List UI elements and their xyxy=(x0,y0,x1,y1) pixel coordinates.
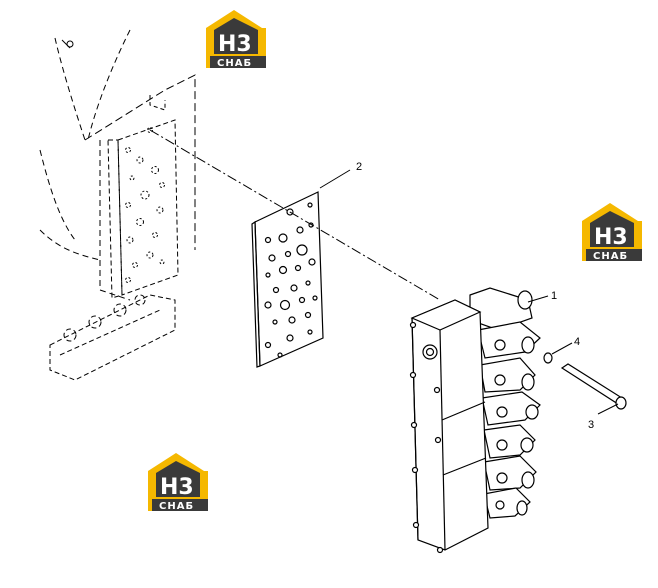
house-logo-icon xyxy=(148,453,208,511)
watermark-logo-2: Н3 СНАБ xyxy=(582,203,642,262)
leader-lines xyxy=(319,169,619,415)
watermark-mark: Н3 xyxy=(218,32,252,57)
electrical-connector xyxy=(422,344,438,360)
watermark-logo-3: Н3 СНАБ xyxy=(148,453,208,512)
watermark-word: СНАБ xyxy=(159,501,194,512)
callout-3: 3 xyxy=(588,419,594,431)
control-valve-body xyxy=(409,287,541,554)
valve-spools xyxy=(469,287,541,519)
alignment-line xyxy=(149,129,441,301)
long-bolt xyxy=(560,363,627,410)
housing-mounting-plate xyxy=(107,119,179,299)
transmission-housing xyxy=(39,29,196,301)
o-ring xyxy=(543,352,553,364)
watermark-word: СНАБ xyxy=(593,251,628,262)
gasket-plate xyxy=(251,191,324,368)
watermark-word: СНАБ xyxy=(217,58,252,69)
house-logo-icon xyxy=(582,203,642,261)
house-logo-icon xyxy=(206,10,266,68)
callout-4: 4 xyxy=(574,336,580,348)
watermark-mark: Н3 xyxy=(160,475,194,500)
callout-1: 1 xyxy=(551,290,557,302)
housing-base xyxy=(49,294,176,381)
mounting-bolt-heads xyxy=(409,321,444,554)
watermark-logo-1: Н3 СНАБ xyxy=(206,10,266,69)
watermark-mark: Н3 xyxy=(594,225,628,250)
callout-2: 2 xyxy=(356,161,362,173)
